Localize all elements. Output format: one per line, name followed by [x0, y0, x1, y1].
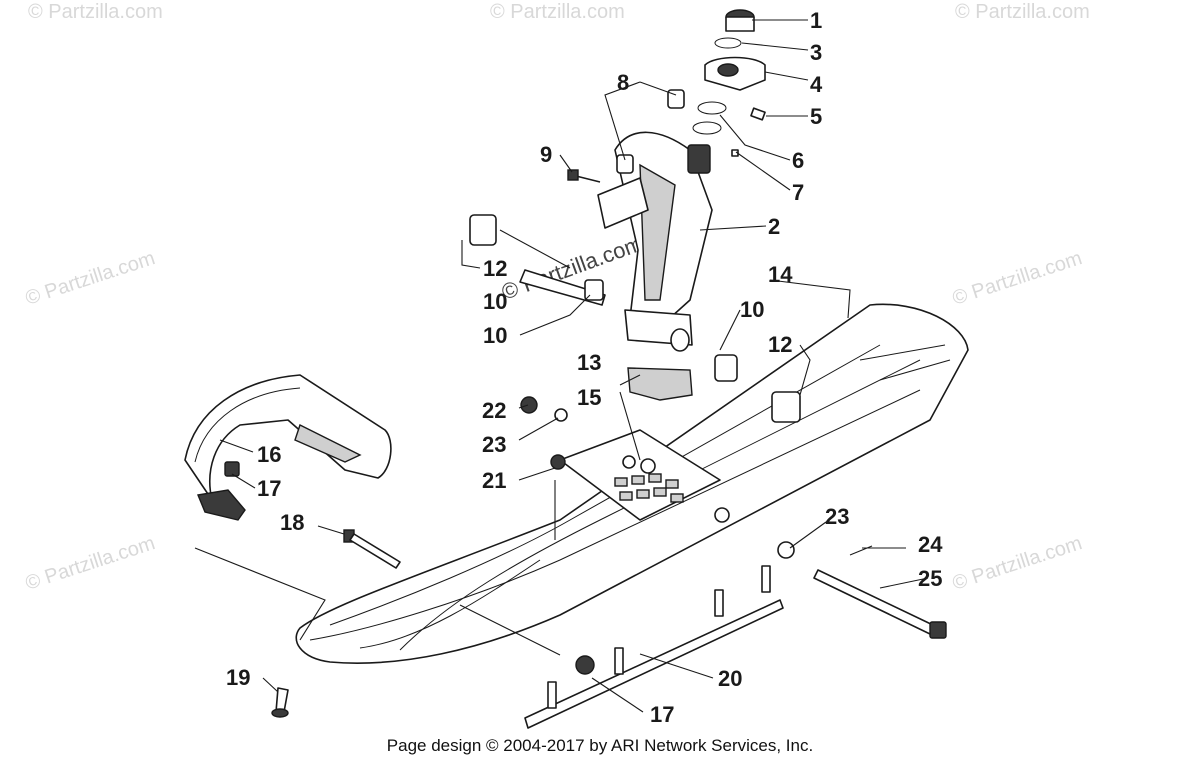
- callout-21: 21: [482, 468, 506, 493]
- watermark: © Partzilla.com: [23, 247, 158, 310]
- bushings: [224, 89, 801, 675]
- watermark: © Partzilla.com: [490, 1, 625, 23]
- callout-12: 12: [768, 332, 792, 357]
- watermarks: © Partzilla.com © Partzilla.com © Partzi…: [23, 1, 1090, 595]
- callout-23: 23: [825, 504, 849, 529]
- top-hardware: [692, 9, 766, 157]
- callout-17: 17: [650, 702, 674, 727]
- wear-bar: [524, 565, 784, 729]
- watermark: © Partzilla.com: [955, 1, 1090, 23]
- callout-10: 10: [740, 297, 764, 322]
- callout-10: 10: [483, 323, 507, 348]
- callout-2: 2: [768, 214, 780, 239]
- callout-13: 13: [577, 350, 601, 375]
- callout-20: 20: [718, 666, 742, 691]
- callout-8: 8: [617, 70, 629, 95]
- callout-9: 9: [540, 142, 552, 167]
- callout-1: 1: [810, 8, 822, 33]
- callout-7: 7: [792, 180, 804, 205]
- ski-loop: [184, 374, 392, 521]
- callout-25: 25: [918, 566, 942, 591]
- callout-4: 4: [810, 72, 823, 97]
- callout-5: 5: [810, 104, 822, 129]
- callout-16: 16: [257, 442, 281, 467]
- callout-17: 17: [257, 476, 281, 501]
- footer-copyright: Page design © 2004-2017 by ARI Network S…: [386, 736, 814, 755]
- watermark: © Partzilla.com: [950, 247, 1085, 310]
- watermark: © Partzilla.com: [23, 532, 158, 595]
- callout-22: 22: [482, 398, 506, 423]
- spindle: [597, 131, 713, 352]
- leader-lines: [194, 19, 929, 713]
- callout-6: 6: [792, 148, 804, 173]
- ski-body: [295, 303, 969, 664]
- mount-plate-grid: [614, 473, 684, 503]
- callout-10: 10: [483, 289, 507, 314]
- callout-15: 15: [577, 385, 601, 410]
- callout-24: 24: [918, 532, 943, 557]
- callout-18: 18: [280, 510, 304, 535]
- callout-23: 23: [482, 432, 506, 457]
- callout-12: 12: [483, 256, 507, 281]
- callout-labels: 1 3 4 5 6 7 8 9 2 12 10 10 10 12 14 13 1…: [226, 8, 943, 727]
- callout-3: 3: [810, 40, 822, 65]
- callout-19: 19: [226, 665, 250, 690]
- bolts: [271, 169, 947, 718]
- watermark: © Partzilla.com: [28, 1, 163, 23]
- watermark: © Partzilla.com: [950, 532, 1085, 595]
- callout-14: 14: [768, 262, 793, 287]
